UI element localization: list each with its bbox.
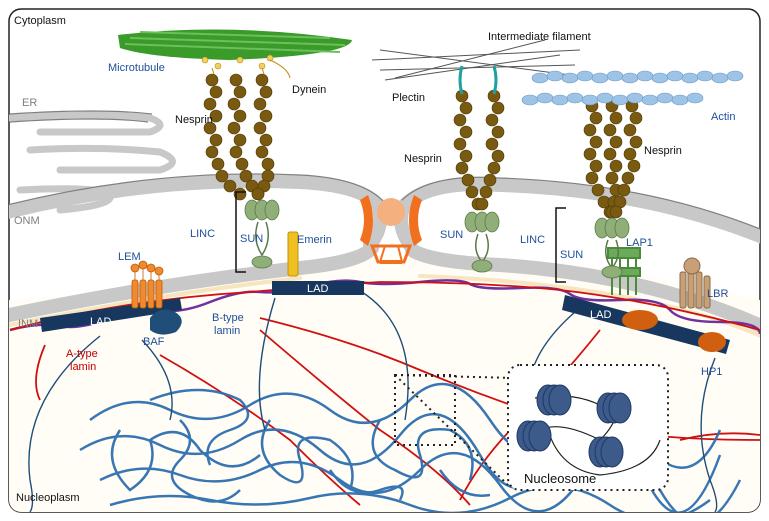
- hp1-protein: [622, 310, 726, 352]
- label-hp1: HP1: [701, 366, 722, 378]
- label-microtubule: Microtubule: [108, 62, 165, 74]
- microtubule-bundle: [118, 29, 352, 79]
- linc-bracket-left: [235, 191, 246, 273]
- label-nesprin-left: Nesprin: [175, 114, 213, 126]
- lad-bar-1: [40, 298, 182, 332]
- label-lad-middle: LAD: [307, 283, 328, 295]
- label-inm: INM: [18, 318, 38, 330]
- emerin-protein: [287, 231, 299, 277]
- label-emerin: Emerin: [297, 234, 332, 246]
- nesprin-middle: [453, 89, 505, 211]
- label-a-type-lamin-line1: A-type: [66, 348, 98, 360]
- lbr-protein: [679, 257, 711, 309]
- linc-bracket-right: [555, 207, 566, 283]
- intermediate-filament: [371, 39, 581, 81]
- label-linc-right: LINC: [520, 234, 545, 246]
- nesprin-right: [583, 99, 643, 219]
- label-actin: Actin: [711, 111, 735, 123]
- nesprin-left: [203, 73, 275, 201]
- label-nucleoplasm: Nucleoplasm: [16, 492, 80, 504]
- label-cytoplasm: Cytoplasm: [14, 15, 66, 27]
- label-nesprin-right: Nesprin: [644, 145, 682, 157]
- nucleosome-particles: [516, 384, 632, 468]
- label-a-type-lamin-line2: lamin: [70, 361, 96, 373]
- label-er: ER: [22, 97, 37, 109]
- label-sun-middle: SUN: [440, 229, 463, 241]
- label-lad-left: LAD: [90, 316, 111, 328]
- label-onm: ONM: [14, 215, 40, 227]
- lem-proteins: [130, 260, 164, 309]
- label-sun-right: SUN: [560, 249, 583, 261]
- lad-bar-2: [272, 281, 364, 295]
- label-b-type-lamin-line2: lamin: [214, 325, 240, 337]
- label-lap1: LAP1: [626, 237, 653, 249]
- sun-trimer-left: [244, 199, 280, 269]
- actin-filaments: [521, 70, 744, 106]
- plectin-protein: [458, 65, 498, 95]
- label-lem: LEM: [118, 251, 141, 263]
- sun-trimer-middle: [464, 211, 500, 273]
- nuclear-pore-complex: [360, 195, 422, 264]
- label-dynein: Dynein: [292, 84, 326, 96]
- label-lad-right: LAD: [590, 309, 611, 321]
- label-sun-left: SUN: [240, 233, 263, 245]
- label-nesprin-middle: Nesprin: [404, 153, 442, 165]
- label-b-type-lamin-line1: B-type: [212, 312, 244, 324]
- label-plectin: Plectin: [392, 92, 425, 104]
- baf-protein: [150, 309, 182, 335]
- label-intermediate-filament: Intermediate filament: [488, 31, 591, 43]
- label-nucleosome: Nucleosome: [524, 471, 596, 486]
- label-linc-left: LINC: [190, 228, 215, 240]
- label-baf: BAF: [143, 336, 165, 348]
- nucleosome-inset: [394, 364, 669, 491]
- sun-trimer-right: [594, 217, 630, 279]
- label-lbr: LBR: [707, 288, 728, 300]
- er-outline: [9, 110, 153, 123]
